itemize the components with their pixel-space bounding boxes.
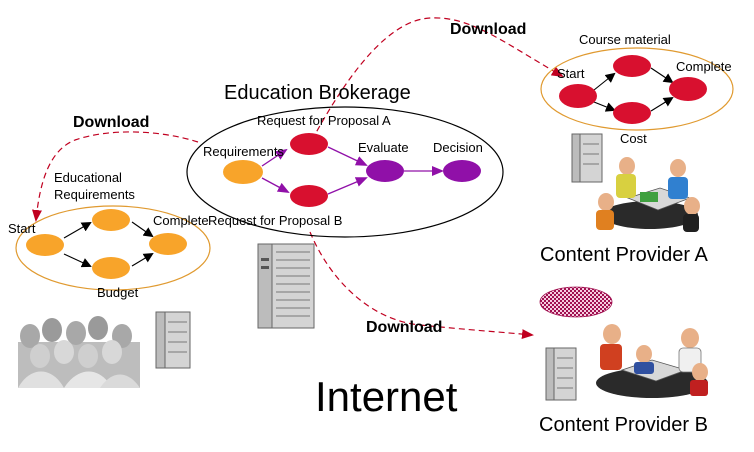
label-rfp-b: Request for Proposal B xyxy=(208,213,342,228)
label-course-material: Course material xyxy=(579,32,671,47)
server-icon-consumer xyxy=(155,311,191,369)
meeting-icon-provider-a xyxy=(596,157,700,232)
label-provider-a-complete: Complete xyxy=(676,59,732,74)
label-educational: Educational xyxy=(54,170,122,185)
node-rfp-a xyxy=(290,133,328,155)
label-rfp-a: Request for Proposal A xyxy=(257,113,391,128)
provider-a-node-cost xyxy=(613,102,651,124)
download-arrow-left xyxy=(32,131,199,222)
node-decision xyxy=(443,160,481,182)
download-arrow-top xyxy=(311,17,564,141)
label-content-provider-b: Content Provider B xyxy=(539,414,708,436)
provider-b-ellipse xyxy=(539,286,613,318)
download-label-top: Download xyxy=(450,21,526,38)
label-budget: Budget xyxy=(97,285,139,300)
broker-ellipse xyxy=(186,106,504,238)
consumer-node-budget xyxy=(92,257,130,279)
label-cost: Cost xyxy=(620,131,647,146)
label-consumer-complete: Complete xyxy=(153,213,209,228)
provider-a-node-complete xyxy=(669,77,707,101)
provider-a-ellipse xyxy=(540,47,734,131)
crowd-icon xyxy=(18,316,140,388)
label-evaluate: Evaluate xyxy=(358,140,409,155)
server-icon-broker xyxy=(257,243,315,329)
consumer-node-complete xyxy=(149,233,187,255)
server-icon-provider-a xyxy=(571,133,603,183)
node-evaluate xyxy=(366,160,404,182)
label-consumer-start: Start xyxy=(8,221,36,236)
consumer-node-requirements xyxy=(92,209,130,231)
node-rfp-b xyxy=(290,185,328,207)
title-education-brokerage: Education Brokerage xyxy=(224,82,411,104)
server-icon-provider-b xyxy=(545,347,577,401)
label-requirements: Requirements xyxy=(203,144,284,159)
consumer-ellipse xyxy=(15,205,211,291)
meeting-icon-provider-b xyxy=(596,324,708,398)
label-consumer-requirements: Requirements xyxy=(54,187,135,202)
label-provider-a-start: Start xyxy=(557,66,585,81)
provider-a-node-start xyxy=(559,84,597,108)
node-requirements xyxy=(223,160,263,184)
consumer-node-start xyxy=(26,234,64,256)
label-decision: Decision xyxy=(433,140,483,155)
download-label-bottom: Download xyxy=(366,319,442,336)
download-label-left: Download xyxy=(73,114,149,131)
label-internet: Internet xyxy=(315,373,458,420)
label-content-provider-a: Content Provider A xyxy=(540,244,709,266)
download-arrow-bottom xyxy=(309,231,534,340)
provider-a-node-material xyxy=(613,55,651,77)
